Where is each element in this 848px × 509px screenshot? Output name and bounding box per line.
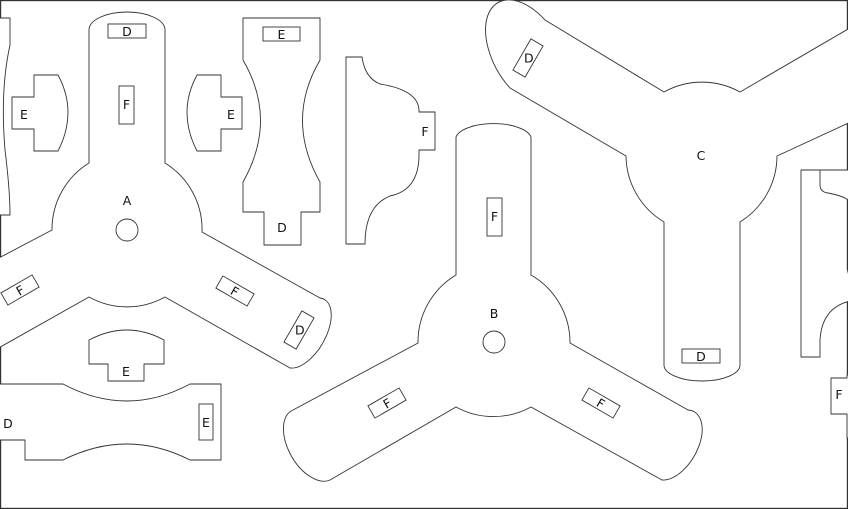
part-c-slot-d-bottom-label: D (696, 349, 706, 364)
partial-e-piece-right (800, 169, 848, 358)
e-tab-piece-3-outline (88, 329, 165, 382)
partial-e-piece-left (0, 17, 11, 216)
d-e-piece-horizontal-slot-e (198, 403, 214, 441)
part-c-slot-d-arm: D (512, 38, 544, 78)
d-e-piece-horizontal-outline (0, 383, 222, 461)
part-b-slot-f-top-label: F (491, 209, 498, 224)
part-a-slot-f-right: F (215, 275, 255, 307)
e-d-piece-vertical: E D (242, 17, 321, 246)
part-c-slot-d-bottom (681, 348, 721, 364)
partial-f-piece-right-outline (830, 374, 848, 439)
part-c: C D D (485, 0, 848, 382)
part-a-label: A (123, 193, 132, 208)
part-b-center-hole (482, 330, 506, 354)
part-a: A D F F F D (0, 11, 332, 369)
e-d-piece-vertical-slot-e-label: E (278, 27, 286, 42)
f-support-piece-outline (345, 56, 436, 245)
partial-e-piece-left-outline (0, 17, 11, 216)
partial-e-piece-right-outline (800, 169, 848, 358)
part-c-outline (485, 0, 848, 382)
part-a-slot-f-top (118, 85, 135, 125)
part-a-slot-d-arm: D (283, 310, 315, 350)
e-d-piece-vertical-outline (242, 17, 321, 246)
e-tab-piece-1-outline (11, 74, 69, 152)
e-tab-piece-1-label: E (20, 107, 28, 122)
part-c-slot-d-arm-label: D (524, 50, 534, 65)
part-b: B F F F (283, 123, 703, 482)
e-d-piece-vertical-label-d: D (277, 220, 287, 235)
d-e-piece-horizontal: D E (0, 383, 222, 461)
e-tab-piece-3: E (88, 329, 165, 382)
partial-f-piece-right-label: F (835, 387, 842, 402)
part-a-outline (0, 11, 332, 369)
e-tab-piece-2-outline (186, 74, 243, 152)
part-a-slot-d-top-label: D (122, 24, 132, 39)
f-support-piece: F (345, 56, 436, 245)
e-d-piece-vertical-slot-e (262, 26, 301, 42)
f-support-piece-label: F (421, 124, 428, 139)
part-a-slot-d-arm-label: D (295, 323, 305, 338)
part-b-slot-f-left: F (367, 387, 407, 419)
part-a-center-hole (115, 218, 139, 242)
part-b-outline (283, 123, 703, 482)
part-a-slot-f-left: F (0, 274, 40, 306)
part-a-slot-d-top (107, 23, 147, 39)
part-b-slot-f-right: F (581, 387, 621, 419)
part-b-slot-f-top (486, 197, 503, 237)
part-c-label: C (697, 148, 706, 163)
partial-f-piece-right: F (830, 374, 848, 439)
d-e-piece-horizontal-label-d: D (3, 416, 13, 431)
part-b-label: B (490, 306, 499, 321)
d-e-piece-horizontal-slot-e-label: E (202, 415, 210, 430)
part-a-slot-f-top-label: F (123, 97, 130, 112)
e-tab-piece-1: E (11, 74, 69, 152)
e-tab-piece-2: E (186, 74, 243, 152)
e-tab-piece-3-label: E (122, 364, 130, 379)
e-tab-piece-2-label: E (227, 107, 235, 122)
